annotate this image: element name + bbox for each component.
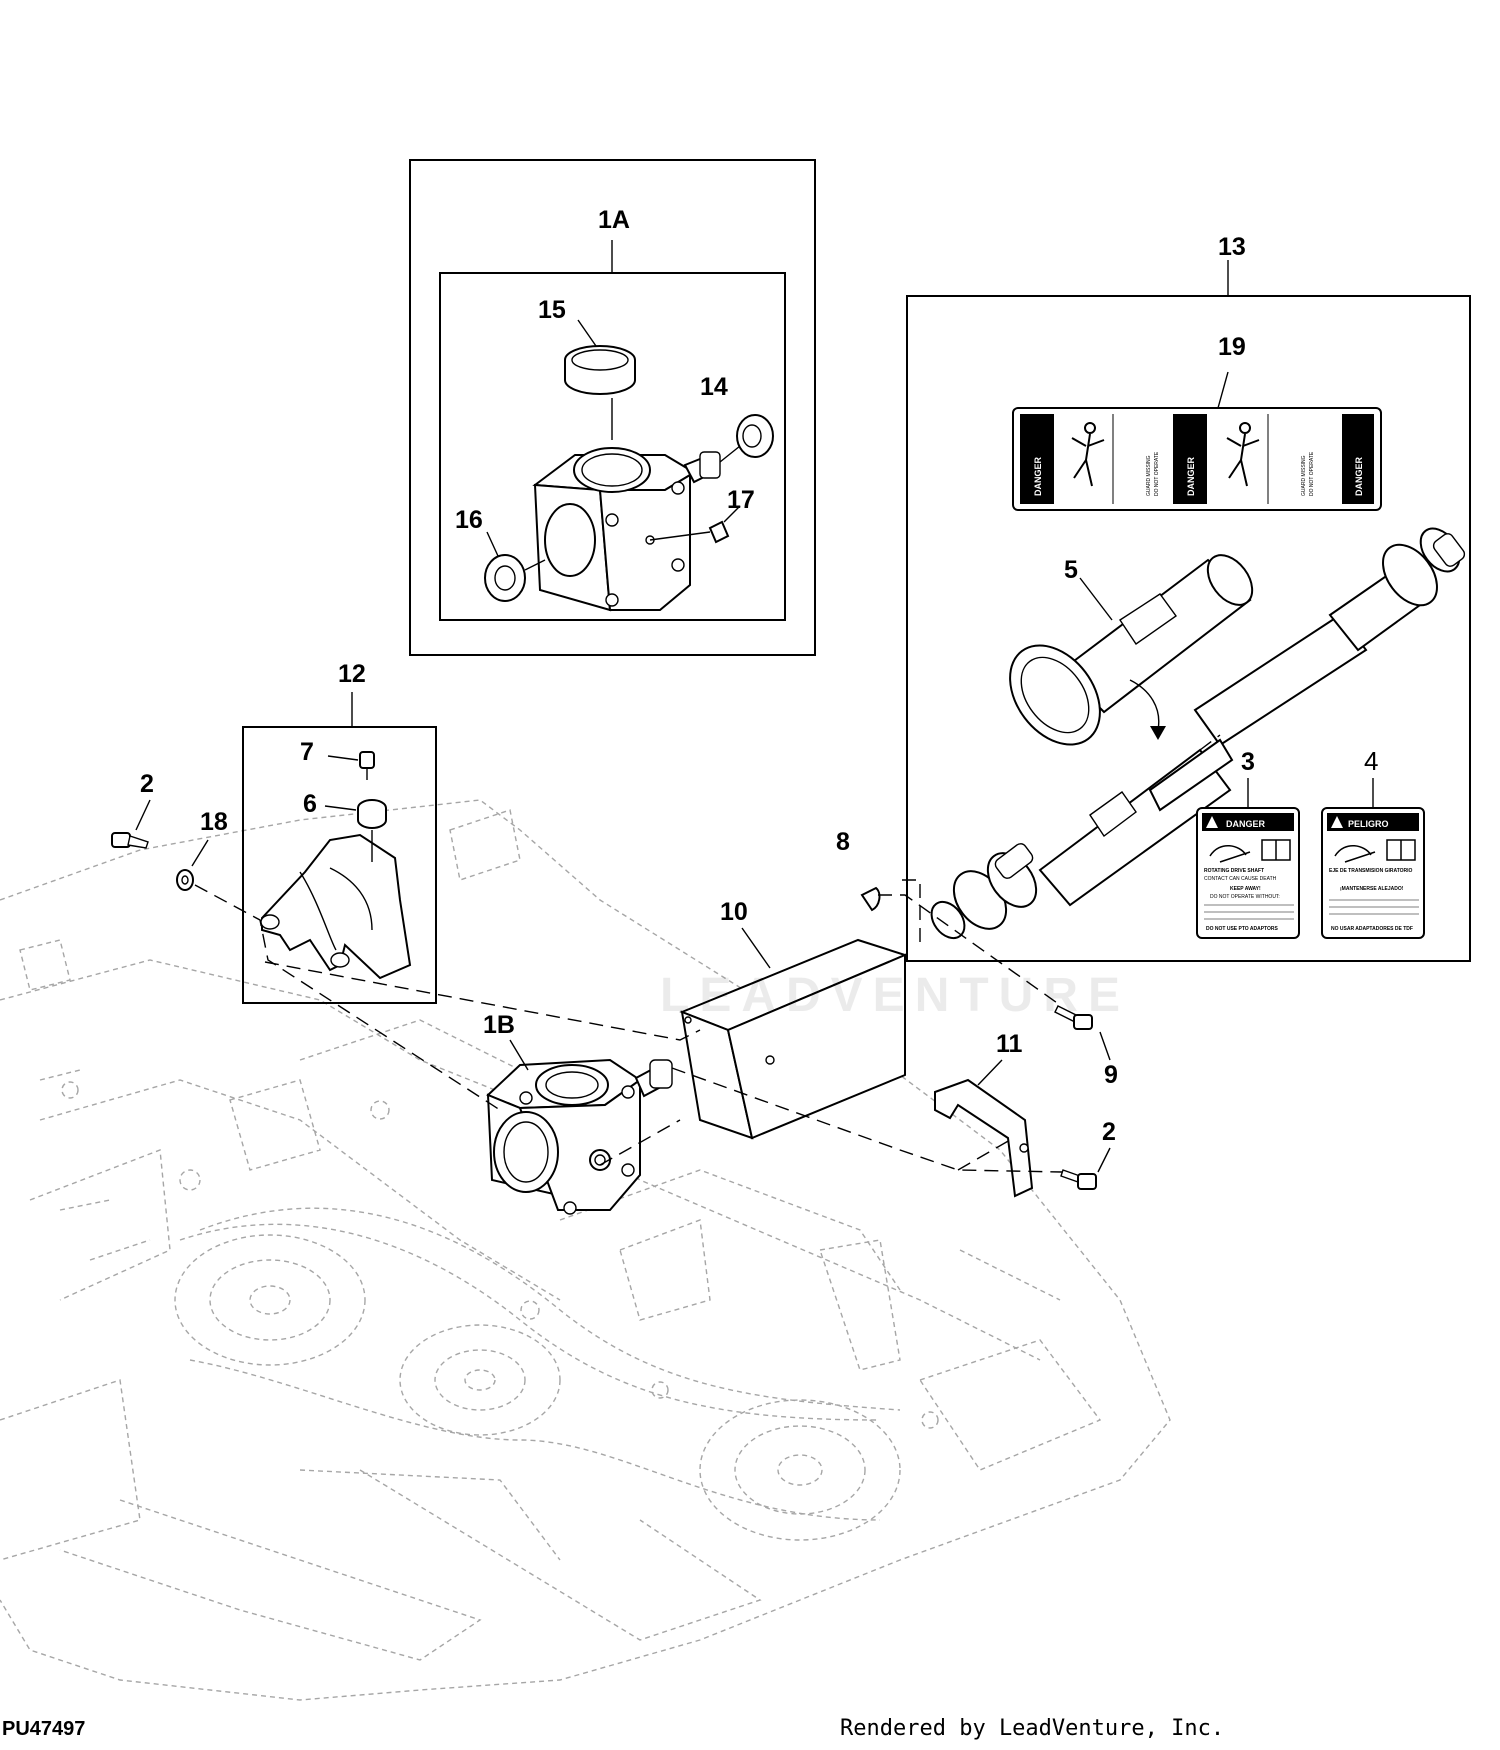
decal3-line1: CONTACT CAN CAUSE DEATH xyxy=(1204,876,1277,882)
strip-danger-word-3: DANGER xyxy=(1354,456,1364,496)
strip-text-2a: DO NOT OPERATE xyxy=(1154,451,1160,496)
callout-1B: 1B xyxy=(483,1011,515,1039)
mower-deck-ghost xyxy=(0,799,1171,1701)
decal4-title: PELIGRO xyxy=(1348,819,1389,829)
bolt-7 xyxy=(327,751,375,780)
callout-2-right: 2 xyxy=(1102,1118,1116,1146)
assembly-lines xyxy=(194,879,1063,1173)
decal3-line3: DO NOT OPERATE WITHOUT: xyxy=(1210,894,1280,900)
callout-3: 3 xyxy=(1241,748,1255,776)
callout-15: 15 xyxy=(538,296,566,324)
callout-10: 10 xyxy=(720,898,748,926)
bolt-9 xyxy=(1054,1005,1093,1030)
strip-text-2b: DO NOT OPERATE xyxy=(1309,451,1315,496)
decal-strip-19: DANGER DANGER DANGER GUARD MISSING DO NO… xyxy=(1012,407,1382,511)
callout-14: 14 xyxy=(700,373,728,401)
seal-14 xyxy=(719,414,774,463)
bushing-6 xyxy=(324,799,387,829)
seal-16 xyxy=(484,531,546,602)
strip-text-1b: GUARD MISSING xyxy=(1301,455,1307,496)
decal3-title: DANGER xyxy=(1226,819,1266,829)
callouts: 1A 15 14 17 16 13 19 5 3 4 12 7 6 2 18 8… xyxy=(140,206,1378,1146)
callout-19: 19 xyxy=(1218,333,1246,361)
gearbox-housing-1A xyxy=(532,447,721,612)
seal-15 xyxy=(564,345,636,395)
decal4-line2: NO USAR ADAPTADORES DE TDF xyxy=(1331,926,1413,932)
box-13: DANGER DANGER DANGER GUARD MISSING DO NO… xyxy=(906,260,1471,962)
callout-1A: 1A xyxy=(598,206,630,234)
strip-danger-word-2: DANGER xyxy=(1186,456,1196,496)
shield-5 xyxy=(1009,554,1254,746)
callout-2-left: 2 xyxy=(140,770,154,798)
strip-text-1a: GUARD MISSING xyxy=(1146,455,1152,496)
box-1A xyxy=(409,159,816,656)
callout-5: 5 xyxy=(1064,556,1078,584)
callout-9: 9 xyxy=(1104,1061,1118,1089)
bolt-2-left xyxy=(111,832,149,849)
watermark: LEADVENTURE xyxy=(660,969,1131,1022)
hazard-figure-icon xyxy=(1071,422,1260,487)
credit-text: Rendered by LeadVenture, Inc. xyxy=(840,1716,1225,1741)
washer-18 xyxy=(176,869,194,891)
callout-18: 18 xyxy=(200,808,228,836)
key-8 xyxy=(860,886,881,912)
hand-warning-icon xyxy=(1334,839,1416,863)
decal-4-peligro: PELIGRO EJE DE TRANSMISION GIRATORIO ¡MA… xyxy=(1321,807,1425,939)
callout-11: 11 xyxy=(996,1030,1023,1058)
gearbox-1B xyxy=(486,1058,673,1215)
decal4-line1: ¡MANTENERSE ALEJADO! xyxy=(1340,886,1404,892)
drive-shaft xyxy=(930,527,1466,940)
strip-danger-word-1: DANGER xyxy=(1033,456,1043,496)
bracket-12 xyxy=(260,833,412,980)
bracket-11 xyxy=(934,1078,1034,1198)
callout-4: 4 xyxy=(1364,746,1378,776)
callout-8: 8 xyxy=(836,828,850,856)
diagram-id: PU47497 xyxy=(2,1718,86,1740)
box-12 xyxy=(242,692,437,1004)
callout-17: 17 xyxy=(727,486,755,514)
callout-6: 6 xyxy=(303,790,317,818)
hand-warning-icon xyxy=(1209,839,1291,863)
callout-16: 16 xyxy=(455,506,483,534)
decal3-line4: DO NOT USE PTO ADAPTORS xyxy=(1206,926,1279,932)
decal3-sub: ROTATING DRIVE SHAFT xyxy=(1204,868,1264,874)
plug-17 xyxy=(649,505,741,544)
cover-10 xyxy=(679,938,908,1140)
callout-7: 7 xyxy=(300,738,314,766)
decal4-sub: EJE DE TRANSMISION GIRATORIO xyxy=(1329,868,1413,874)
callout-12: 12 xyxy=(338,660,366,688)
callout-13: 13 xyxy=(1218,233,1246,261)
decal3-line2: KEEP AWAY! xyxy=(1230,886,1261,892)
bolt-2-right xyxy=(1060,1169,1097,1190)
decal-3-danger: DANGER ROTATING DRIVE SHAFT CONTACT CAN … xyxy=(1196,807,1300,939)
